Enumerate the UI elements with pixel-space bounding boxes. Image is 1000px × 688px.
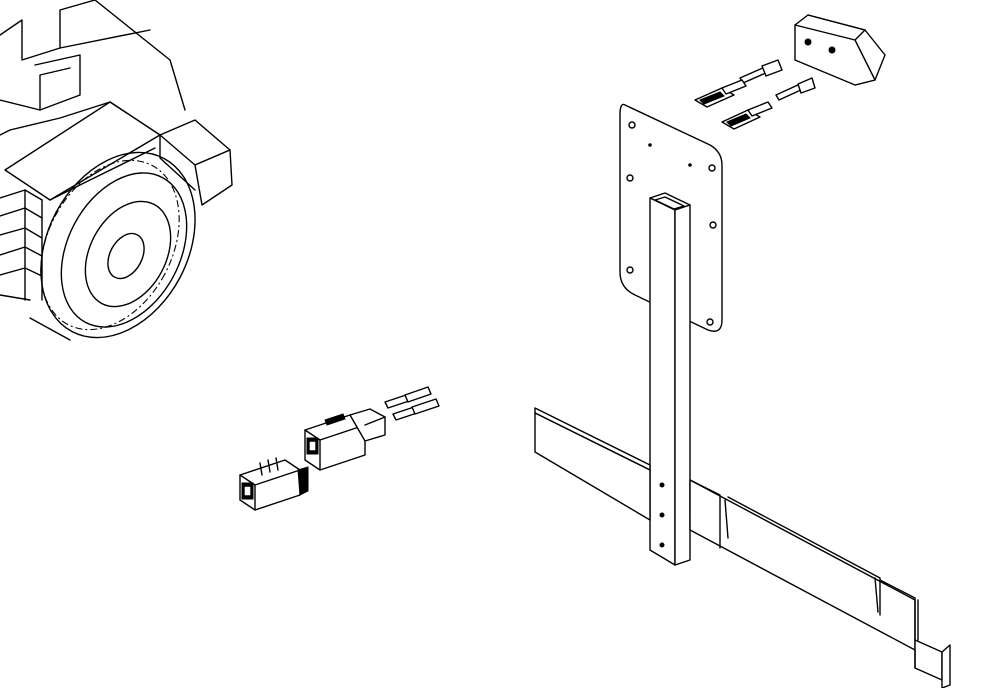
pin-terminals (384, 386, 440, 421)
vehicle-front (0, 0, 233, 341)
support-post (649, 192, 691, 566)
connector-housing-female (239, 457, 309, 511)
tractor-wheel-icon (29, 151, 196, 341)
spade-terminals (694, 59, 816, 130)
bracket-channel (534, 407, 951, 688)
connector-housing-male (304, 408, 386, 471)
light-housing (794, 14, 886, 86)
